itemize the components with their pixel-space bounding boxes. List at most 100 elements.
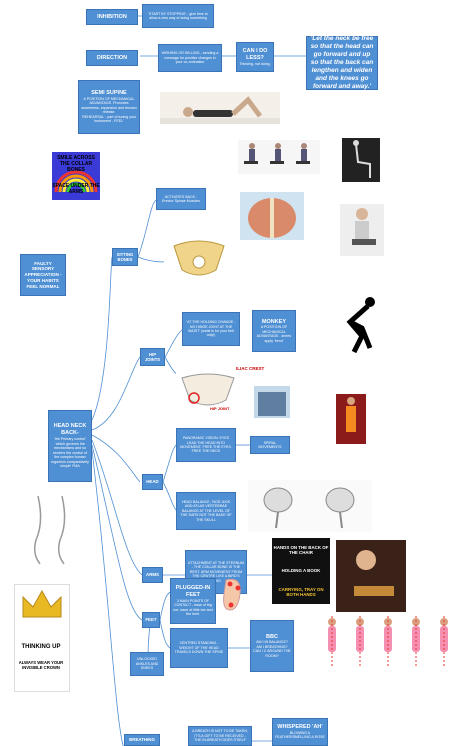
head-neck-back-body: 'which governs the mechanisms and so ren… <box>51 441 89 469</box>
monkey-pose-icon <box>346 297 375 354</box>
sitting-bones-node: SITTING BONES <box>112 248 138 266</box>
back-muscles-photo <box>240 192 304 240</box>
axis-atlas-node: HEAD BALANCE, 'NOD' AXIS AND ATLAS VERTE… <box>176 492 236 530</box>
feet-node: FEET <box>142 612 160 628</box>
hip-detail-text: 'AT THE HOLDING CHANGE - NO HINGE JOINT … <box>186 320 236 338</box>
woman-walking-icon <box>346 397 356 432</box>
bbc-node: BBC AM I IN BALANCE? AM I BREATHING? CAN… <box>250 620 294 672</box>
quote-node: 'Let the neck be free so that the head c… <box>306 34 378 91</box>
back-muscle-icon <box>248 198 296 238</box>
sitting-woman-photo <box>340 204 384 256</box>
monkey-title: MONKEY <box>261 318 287 325</box>
faulty-sensory-text: FAULTY SENSORY APPRECIATION - YOUR HABIT… <box>24 260 62 289</box>
woman-tray-icon <box>354 550 394 596</box>
inhibition-node: INHIBITION <box>86 9 138 25</box>
standing-figures-icon <box>328 616 448 668</box>
axis-atlas-text: HEAD BALANCE, 'NOD' AXIS AND ATLAS VERTE… <box>180 499 232 522</box>
lying-figure-icon <box>160 96 280 124</box>
head-neck-back-node: HEAD NECK BACK- 'the Primary control' 'w… <box>48 410 92 482</box>
sitting-sequence-photo <box>238 140 320 174</box>
hips-icon <box>258 392 286 416</box>
orange-dress-photo <box>336 394 366 444</box>
rainbow-image <box>52 152 100 200</box>
hip-detail-node: 'AT THE HOLDING CHANGE - NO HINGE JOINT … <box>182 312 240 346</box>
thinking-up-title: THINKING UP <box>21 644 61 650</box>
faulty-sensory-node: FAULTY SENSORY APPRECIATION - YOUR HABIT… <box>20 254 66 296</box>
hip-joints-node: HIP JOINTS <box>140 348 165 366</box>
bbc-see: CAN I C AROUND THE ROOM? <box>253 649 291 658</box>
arms-node: ARMS <box>142 567 163 583</box>
foot-diagram <box>220 576 246 612</box>
smile-text: SMILE ACROSS THE COLLAR BONES <box>57 155 95 173</box>
carrying-tray-text: CARRYING, TRAY ON BOTH HANDS <box>278 587 324 598</box>
holding-book-text: HOLDING A BOOK <box>281 568 321 574</box>
unlocked-text: UNLOCKED ANKLES AND KNEES <box>135 657 159 671</box>
spine-icon <box>33 495 66 565</box>
quote-text: 'Let the neck be free so that the head c… <box>310 34 374 91</box>
hip-joints-label: HIP JOINTS <box>144 351 161 362</box>
pelvis-icon <box>173 240 225 276</box>
iliac-crest-label: ILIAC CREST <box>236 366 265 371</box>
skull-icon <box>263 487 355 529</box>
bbc-breathing: AM I BREATHING? <box>256 644 288 649</box>
breathing-label: BREATHING <box>129 737 155 743</box>
panoramic-node: PANORAMIC VISION. EYES LEAD THE HEAD INT… <box>176 428 236 462</box>
thinking-up-body: ALWAYS WEAR YOUR INVISIBLE CROWN <box>18 660 64 671</box>
thinking-up-panel <box>14 584 70 692</box>
direction-detail-node: WISHING OR WILLING - sending a message f… <box>158 44 222 72</box>
centred-standing-text: CENTRED STANDING - WEIGHT OF THE HEAD TR… <box>174 641 224 655</box>
erector-node: ACTIVATES BACK - Erector Spinae Muscles <box>156 188 206 210</box>
can-i-do-less-title: CAN I DO LESS? <box>242 47 268 61</box>
holding-book-panel: HANDS ON THE BACK OF THE CHAIR HOLDING A… <box>272 538 330 604</box>
semi-supine-title: SEMI SUPINE <box>91 90 127 97</box>
skeleton-sitting-icon <box>353 140 371 178</box>
hip-bone-diagram <box>176 370 240 414</box>
crown-icon <box>22 589 62 618</box>
rainbow-icon <box>54 170 98 193</box>
inhibition-detail-node: 'START BY STOPPING' - give time to allow… <box>142 4 214 28</box>
monkey-body: A POSITION OF MECHANICAL ADVANTAGE - kne… <box>256 325 292 343</box>
jeans-photo <box>254 386 290 418</box>
plugged-in-title: PLUGGED-IN FEET <box>175 585 211 599</box>
inhibition-detail-text: 'START BY STOPPING' - give time to allow… <box>148 11 208 20</box>
head-node: HEAD <box>142 474 163 490</box>
hands-on-chair-text: HANDS ON THE BACK OF THE CHAIR <box>273 544 329 555</box>
arms-detail-text: ATTACHMENT AT THE STERNUM - THE COLLAR B… <box>188 560 244 583</box>
whispered-ah-node: WHISPERED 'AH' BLOWING A FEATHER/SMELLIN… <box>272 718 328 746</box>
skull-comparison-diagram <box>248 480 372 532</box>
spiral-node: SPIRAL MOVEMENTS <box>250 436 290 454</box>
direction-detail-text: WISHING OR WILLING - sending a message f… <box>161 51 219 65</box>
unlocked-node: UNLOCKED ANKLES AND KNEES <box>130 652 164 676</box>
hip-joint-label: HIP JOINT <box>210 406 230 411</box>
whispered-ah-body: BLOWING A FEATHER/SMELLING A ROSE <box>275 730 325 740</box>
tray-woman-photo <box>336 540 406 612</box>
seated-figures-icon <box>244 143 310 164</box>
hip-bone-icon <box>181 373 235 406</box>
inhibition-label: INHIBITION <box>97 13 127 20</box>
head-neck-back-sub: 'the Primary control' <box>54 437 86 442</box>
seated-woman-icon <box>352 208 376 245</box>
space-under-arms-text: SPACE UNDER THE ARMS <box>52 183 100 195</box>
arms-label: ARMS <box>146 572 159 578</box>
semi-supine-rehearsal: 'REHEARSAL - part of tuning your instrum… <box>81 114 137 124</box>
pelvis-diagram <box>164 236 234 288</box>
semi-supine-body: A POSITION OF MECHANICAL ADVANTAGE. Prom… <box>81 96 137 115</box>
can-i-do-less-body: Thinking, not doing. <box>239 61 271 66</box>
panoramic-text: PANORAMIC VISION. EYES LEAD THE HEAD INT… <box>180 436 232 454</box>
centred-standing-node: CENTRED STANDING - WEIGHT OF THE HEAD TR… <box>170 628 228 668</box>
bbc-title: BBC <box>266 633 278 640</box>
direction-label: DIRECTION <box>96 54 128 61</box>
spiral-text: SPIRAL MOVEMENTS <box>258 440 282 449</box>
plugged-in-body: 3 MAIN POINTS OF CONTACT - base of big t… <box>173 598 213 617</box>
erector-text: ACTIVATES BACK - Erector Spinae Muscles <box>162 194 200 203</box>
plugged-in-node: PLUGGED-IN FEET 3 MAIN POINTS OF CONTACT… <box>170 578 216 624</box>
breathing-node: BREATHING <box>124 734 160 746</box>
breath-detail-text: A BREATH IS NOT TO BE TAKEN, IT'S A GIFT… <box>192 729 248 743</box>
foot-icon <box>223 578 241 611</box>
breath-detail-node: A BREATH IS NOT TO BE TAKEN, IT'S A GIFT… <box>188 726 252 746</box>
feet-label: FEET <box>145 617 157 623</box>
bbc-balance: AM I IN BALANCE? <box>256 640 288 645</box>
monkey-silhouette <box>340 296 384 354</box>
spine-drawing <box>22 492 82 568</box>
semi-supine-photo <box>160 92 280 124</box>
